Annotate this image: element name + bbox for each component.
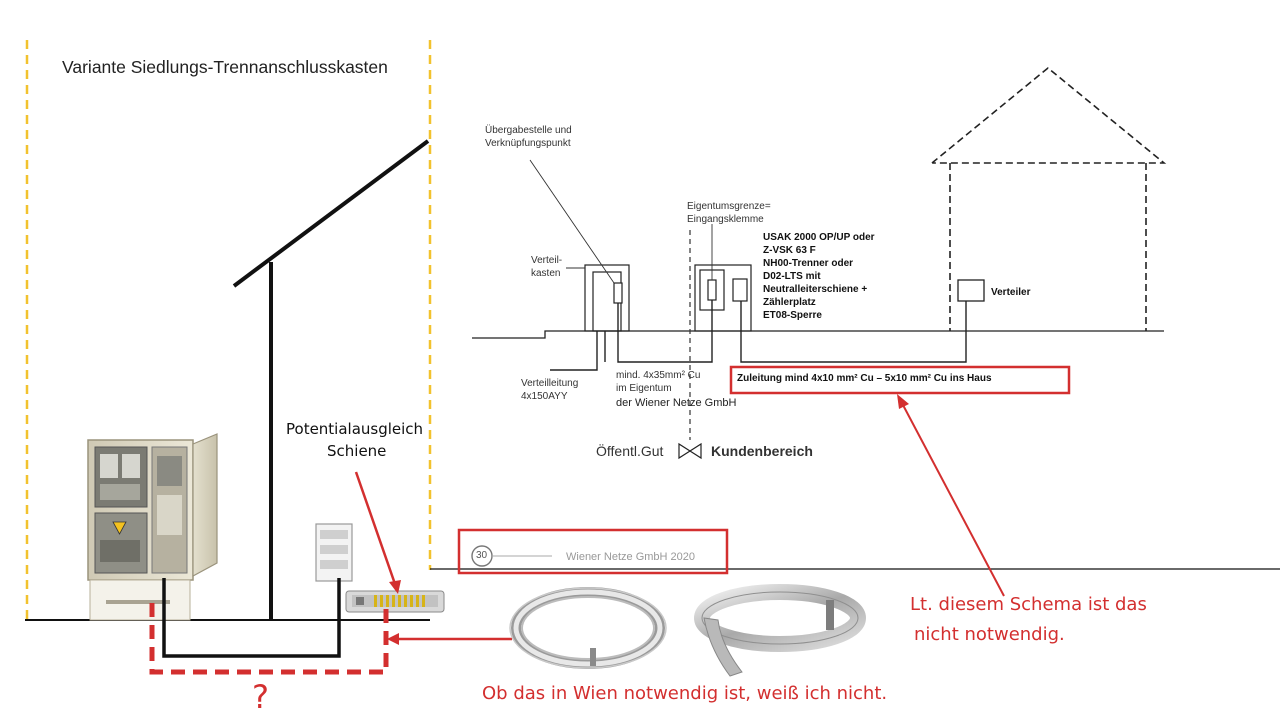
- wiener-netze-owner-label: der Wiener Netze GmbH: [616, 397, 737, 409]
- schema-note-line2: nicht notwendig.: [914, 624, 1065, 645]
- mind-cu-label-line2: im Eigentum: [616, 383, 672, 394]
- page-number: 30: [476, 550, 488, 561]
- arrow-label-to-bar: [354, 471, 397, 585]
- verteilkasten-symbol: [584, 264, 630, 332]
- connection-cabinet-image: [87, 433, 218, 621]
- left-panel-title: Variante Siedlungs-Trennanschlusskasten: [62, 57, 388, 77]
- uebergabe-label-line1: Übergabestelle und: [485, 125, 572, 136]
- footer-highlight-box: [457, 528, 729, 575]
- distribution-panel-image: [315, 523, 353, 582]
- footer-text: Wiener Netze GmbH 2020: [566, 551, 695, 563]
- cable-cabinet-to-panel: [162, 578, 341, 658]
- vienna-note: Ob das in Wien notwendig ist, weiß ich n…: [482, 683, 888, 704]
- leader-uebergabe: [529, 159, 615, 284]
- round-wire-coil-image: [509, 587, 667, 669]
- verteilleitung-label-line2: 4x150AYY: [521, 391, 568, 402]
- mind-cu-label-line1: mind. 4x35mm² Cu: [616, 370, 701, 381]
- eigentum-label-line2: Eingangsklemme: [687, 214, 764, 225]
- schema-note-line1: Lt. diesem Schema ist das: [910, 594, 1147, 615]
- verteiler-label: Verteiler: [991, 287, 1031, 298]
- usak-description: USAK 2000 OP/UP oder Z-VSK 63 F NH00-Tre…: [763, 232, 875, 321]
- zuleitung-highlight-box: [729, 365, 1071, 395]
- uebergabe-label-line2: Verknüpfungspunkt: [485, 138, 571, 149]
- verteilleitung-label-line1: Verteilleitung: [521, 378, 579, 389]
- potential-equalization-bar-image: [345, 590, 445, 613]
- eigentum-label-line1: Eigentumsgrenze=: [687, 201, 771, 212]
- kundenbereich-label: Kundenbereich: [711, 443, 813, 459]
- verteiler-box-symbol: [957, 279, 985, 302]
- red-dashed-earthing-path: [149, 603, 389, 675]
- schema-cables: [550, 300, 967, 371]
- question-mark: ?: [252, 678, 269, 716]
- potential-label-line2: Schiene: [327, 442, 387, 460]
- arrow-note-to-zuleitung: [902, 404, 1005, 597]
- arrow-note-to-zuleitung-head: [897, 394, 909, 409]
- zuleitung-label: Zuleitung mind 4x10 mm² Cu – 5x10 mm² Cu…: [737, 373, 992, 384]
- boundary-valve-symbol: [678, 442, 702, 460]
- arrow-wire-to-path-head: [387, 633, 399, 645]
- verteilkasten-label-line1: Verteil-: [531, 255, 563, 266]
- arrow-label-to-bar-head: [389, 580, 401, 594]
- flat-steel-band-coil-image: [694, 584, 866, 677]
- usak-box-symbol: [694, 264, 752, 332]
- oeffentl-gut-label: Öffentl.Gut: [596, 443, 664, 459]
- schema-ground-line: [472, 330, 1164, 339]
- left-roof-line: [232, 139, 430, 288]
- house-outline-dashed: [931, 66, 1167, 331]
- potential-label-line1: Potentialausgleich: [286, 420, 424, 438]
- verteilkasten-label-line2: kasten: [531, 268, 561, 279]
